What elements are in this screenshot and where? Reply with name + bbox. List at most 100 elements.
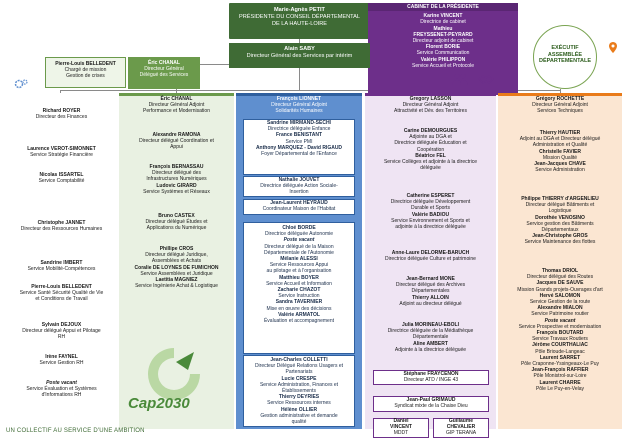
person-role: Service Travaux Routiers: [532, 336, 588, 343]
belledent-role: Chargé de mission: [64, 67, 107, 74]
person-role: GIP TERANA: [445, 429, 477, 436]
hr-management-block: Irène FAYNEL Service Gestion RH: [4, 354, 119, 366]
person-role: Performance et Modernisation: [143, 108, 210, 115]
location-pin-icon: [609, 42, 617, 53]
atd-box: Stéphane FRAYCENON Directeur ATD / INGE …: [373, 370, 489, 385]
person-name: Poste vacant: [46, 380, 77, 386]
person-role: Service PMI: [285, 138, 313, 145]
chanal-name: Éric CHANAL: [148, 60, 180, 66]
person-name: Thierry HAUTIER: [539, 130, 581, 136]
chanal-role: Délégué des Services: [139, 72, 189, 79]
person-name: Carine DEMOURGUES: [403, 128, 458, 134]
person-role: Pôle Monistrol-sur-Loire: [533, 373, 587, 380]
person-role: Pôle Le Puy-en-Velay: [535, 385, 585, 392]
person-role: Mise en œuvre des décisions: [266, 305, 332, 312]
person-name: Grégory ROCHETTE: [535, 96, 585, 102]
person-role: Service Systèmes et Réseaux: [143, 188, 210, 195]
dga-attractivite-header: Gregory LASSON Directeur Général Adjoint…: [365, 96, 496, 115]
exec-line: EXÉCUTIF: [551, 45, 579, 51]
cabinet-line: Directrice de cabinet: [420, 19, 466, 26]
person-name: Laetitia MAGNIEZ: [155, 277, 198, 284]
person-role: Service Gestion de la route: [529, 299, 591, 306]
health-safety-block: Pierre-Louis BELLEDENT Service Santé Séc…: [4, 284, 119, 303]
person-role: Service Stratégie Financière: [30, 152, 93, 159]
autonomie-box: Chloé BORDE Directrice déléguée Autonomi…: [243, 222, 355, 354]
person-name: Thierry DEYRIES: [278, 394, 320, 401]
person-role: Pôle Brioude-Langeac: [535, 348, 585, 355]
person-role: Service Ingénierie Achat & Logistique: [135, 283, 218, 290]
finance-block: Richard ROYER Directeur des Finances: [4, 108, 119, 120]
president-dept: DE LA HAUTE-LOIRE: [271, 21, 328, 27]
mediatheque-block: Julia MORINEAU-EBOLI Directrice déléguée…: [365, 322, 496, 353]
cabinet-title: CABINET DE LA PRÉSIDENTE: [368, 3, 518, 12]
cabinet-line: FREYSSENET-PEYRARD: [413, 31, 473, 38]
person-name: Laurent SARRET: [539, 354, 581, 361]
person-role: Directrice déléguée Développement: [390, 199, 471, 206]
relations-usagers-box: Jean-Charles COLLETTI Directeur Délégué …: [243, 355, 355, 427]
person-role: Directeur Général Adjoint: [402, 102, 459, 109]
person-role: Directeur ATD / INGE 43: [403, 377, 459, 384]
person-role: Adjoint au DGA et Directeur délégué: [519, 136, 601, 143]
hr-eval-block: Poste vacant Service Évaluation et Systè…: [4, 380, 119, 399]
tagline: UN COLLECTIF AU SERVICE D'UNE AMBITION: [6, 428, 145, 434]
person-role: Partenariats: [285, 369, 313, 376]
batiments-block: Philippe THIERRY d'ARGENLIEU Directeur d…: [498, 196, 622, 246]
dga-performance-block: Éric CHANAL Directeur Général Adjoint Pe…: [119, 96, 234, 115]
person-name: Anthony MARQUEZ - David RIGAUD: [255, 144, 343, 151]
person-role: Service Comptabilité: [38, 178, 85, 185]
person-role: Syndicat mixte de la Chaise Dieu: [394, 403, 468, 410]
person-role: RH: [57, 334, 66, 341]
coordination-block: Alexandre RAMONA Directeur délégué Coord…: [119, 132, 234, 151]
person-role: Directrice déléguée Action Sociale-: [260, 183, 338, 190]
person-role: Directeur délégué des Routes: [526, 274, 594, 281]
person-name: CHEVALIER: [446, 423, 476, 430]
person-role: Foyer Départemental de l'Enfance: [261, 151, 337, 158]
person-role: Service Assemblées et Juridique: [140, 270, 213, 277]
infrastructure-block: François BERNASSAU Directeur délégué des…: [119, 164, 234, 195]
handshake-icon: [478, 75, 494, 84]
person-name: Sylvain DEJOUX: [41, 322, 82, 328]
person-name: Matthieu BOYER: [279, 274, 319, 281]
person-role: Service Prospective et modernisation: [518, 323, 602, 330]
person-role: Service Évaluation et Systèmes: [26, 386, 97, 393]
dgs-title: Directeur Général des Services par intér…: [246, 53, 353, 59]
person-name: Jean-Laurent HEYRAUD: [270, 200, 328, 206]
person-role: Service Instruction: [278, 293, 320, 300]
person-role: Évaluation et accompagnement: [263, 318, 335, 325]
person-role: Directeur délégué des Archives: [395, 282, 466, 289]
person-name: Dorothée VENOSINO: [535, 214, 585, 221]
column-performance: [119, 93, 234, 429]
person-role: Directrice déléguée Autonomie: [264, 231, 334, 238]
person-role: Pôle Craponne-Yssingeaux-Le Puy: [520, 361, 600, 368]
chanal-role: Directeur Général: [144, 66, 184, 73]
person-name: François LIONNET: [276, 96, 322, 102]
person-name: François BOUTARD: [536, 330, 584, 337]
person-name: Aline AMBERT: [413, 340, 448, 347]
person-role: Directeur Délégué Relations Usagers et: [254, 363, 344, 370]
person-role: Service Administration: [535, 167, 585, 174]
person-name: Christophe JANNET: [37, 220, 86, 226]
cabinet-line: Directeur adjoint de cabinet: [412, 38, 474, 45]
person-name: France BENISTANT: [275, 132, 323, 139]
belledent-role: Gestion de crises: [66, 73, 105, 80]
person-name: Thomas DRIOL: [541, 268, 579, 274]
person-role: Établissements: [282, 388, 316, 395]
apps-block: Bruno CASTEX Directeur délégué Études et…: [119, 213, 234, 232]
person-role: Directeur délégué Appui et Pilotage: [22, 328, 101, 335]
person-role: Directrice déléguée Culture et patrimoin…: [385, 256, 476, 263]
person-role: Coordinateur Maison de l'Habitat: [262, 206, 336, 213]
person-name: Irène FAYNEL: [45, 354, 78, 360]
person-role: Directeur délégué Juridique,: [145, 252, 208, 259]
person-role: Service Administration, Finances et: [259, 381, 339, 388]
person-name: Chloé BORDE: [282, 225, 316, 231]
mddt-box: Daniel VINCENT MDDT: [373, 418, 429, 438]
cabinet-line: Karine VINCENT: [423, 13, 463, 20]
person-role: adjointe à la directrice déléguée: [395, 224, 466, 231]
person-role: Directeur délégué Coordination et: [139, 138, 214, 145]
person-role: Solidarités Humaines: [275, 108, 323, 115]
person-role: Service gestion des Bâtiments: [526, 220, 594, 227]
person-role: Attractivité et Dév. des Territoires: [394, 108, 467, 115]
culture-block: Anne-Laure DELORME-BARUCH Directrice dél…: [365, 250, 496, 262]
dev-durable-block: Catherine ESPERET Directrice déléguée Dé…: [365, 193, 496, 230]
person-role: Infrastructures Numériques: [146, 176, 207, 183]
